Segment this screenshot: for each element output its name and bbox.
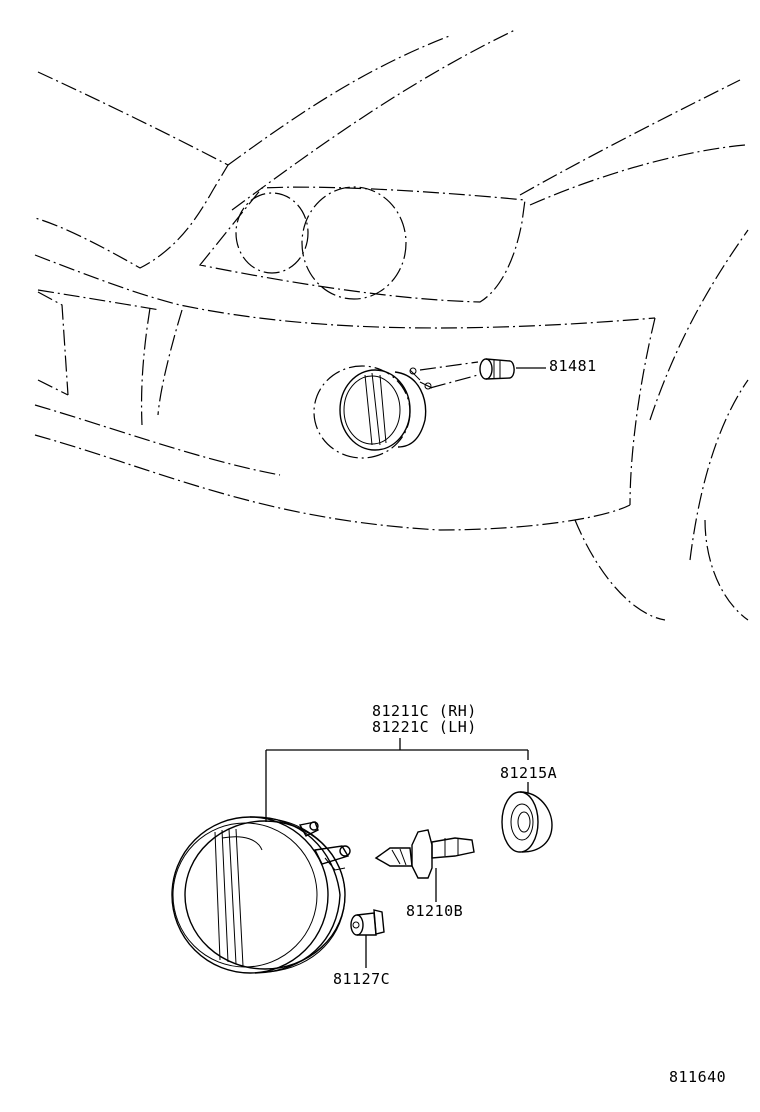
retainer-81127c [350, 909, 385, 968]
label-81127c: 81127C [333, 970, 391, 988]
label-81215a: 81215A [500, 764, 558, 782]
label-81211c-rh: 81211C (RH) [372, 702, 477, 720]
figure-number: 811640 [669, 1068, 727, 1086]
assembly-leader [265, 738, 529, 822]
fog-lamp-installed [339, 361, 479, 451]
label-81221c-lh: 81221C (LH) [372, 718, 477, 736]
label-81481: 81481 [549, 357, 597, 375]
car-body-outline [34, 29, 749, 621]
socket-cover-81215a [501, 782, 553, 853]
label-81210b: 81210B [406, 902, 464, 920]
fog-lamp-exploded [171, 816, 351, 974]
bulb-socket-small [479, 358, 546, 380]
bulb-81210b [374, 829, 475, 902]
